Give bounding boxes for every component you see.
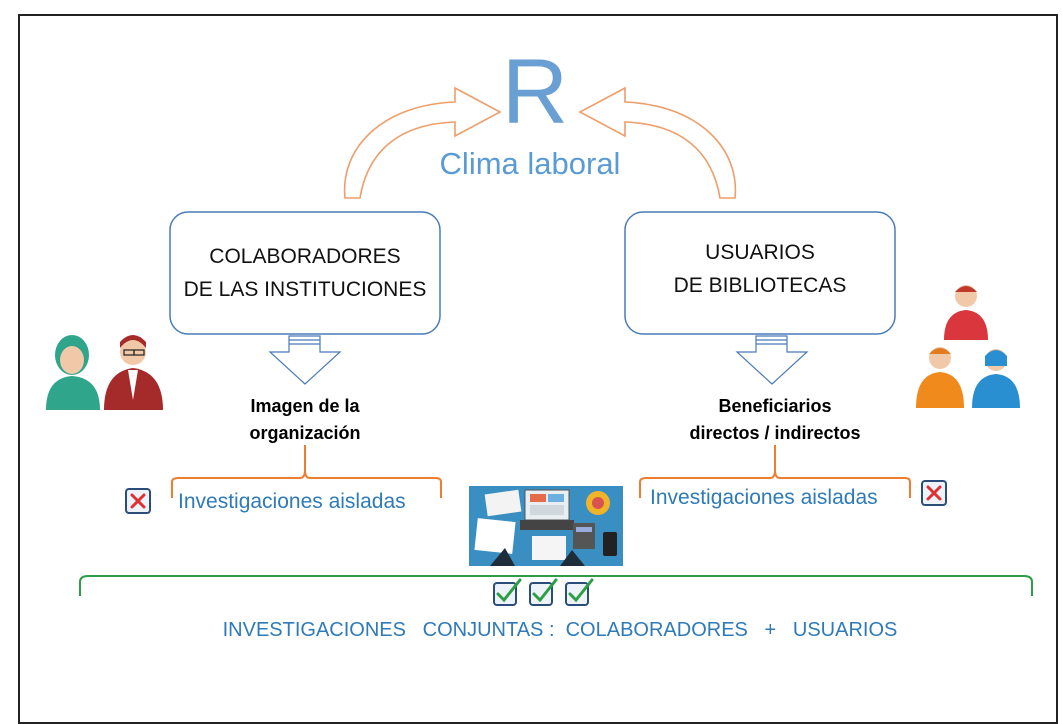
right-box: [624, 211, 896, 335]
left-curved-arrow-icon: [343, 86, 502, 199]
right-box-line1: USUARIOS: [705, 241, 815, 264]
right-result-label: Beneficiarios directos / indirectos: [665, 393, 885, 447]
check-checkbox-icon-3: [565, 578, 594, 606]
right-curved-arrow-icon: [578, 86, 737, 199]
right-people-icon: [916, 285, 1020, 408]
joint-research-text: INVESTIGACIONES CONJUNTAS : COLABORADORE…: [222, 619, 898, 641]
right-x-checkbox-icon: [921, 480, 947, 506]
right-box-line2: DE BIBLIOTECAS: [673, 274, 847, 297]
left-result-line1: Imagen de la: [250, 396, 360, 416]
check-checkbox-icon-1: [493, 578, 522, 606]
right-result-line2: directos / indirectos: [689, 423, 861, 443]
right-bracket: [639, 445, 911, 498]
right-down-arrow-icon: [735, 335, 809, 385]
right-box-label: USUARIOS DE BIBLIOTECAS: [625, 236, 895, 302]
left-people-icon: [46, 335, 163, 410]
r-logo-letter: R: [501, 41, 569, 143]
left-result-label: Imagen de la organización: [205, 393, 405, 447]
left-down-arrow-icon: [268, 335, 342, 385]
left-isolated-research-text: Investigaciones aisladas: [178, 490, 406, 513]
right-result-line1: Beneficiarios: [718, 396, 832, 416]
left-box-label: COLABORADORES DE LAS INSTITUCIONES: [170, 240, 440, 306]
left-box-line1: COLABORADORES: [209, 245, 401, 268]
left-bracket: [171, 445, 442, 498]
left-box-line2: DE LAS INSTITUCIONES: [183, 278, 427, 301]
left-x-checkbox-icon: [125, 488, 151, 514]
right-isolated-research-text: Investigaciones aisladas: [650, 486, 878, 509]
desk-illustration-icon: [469, 486, 623, 566]
left-result-line2: organización: [249, 423, 361, 443]
check-checkbox-icon-2: [529, 578, 558, 606]
clima-laboral-title: Clima laboral: [439, 146, 621, 181]
left-box: [169, 211, 441, 335]
bottom-bracket: [79, 575, 1033, 596]
